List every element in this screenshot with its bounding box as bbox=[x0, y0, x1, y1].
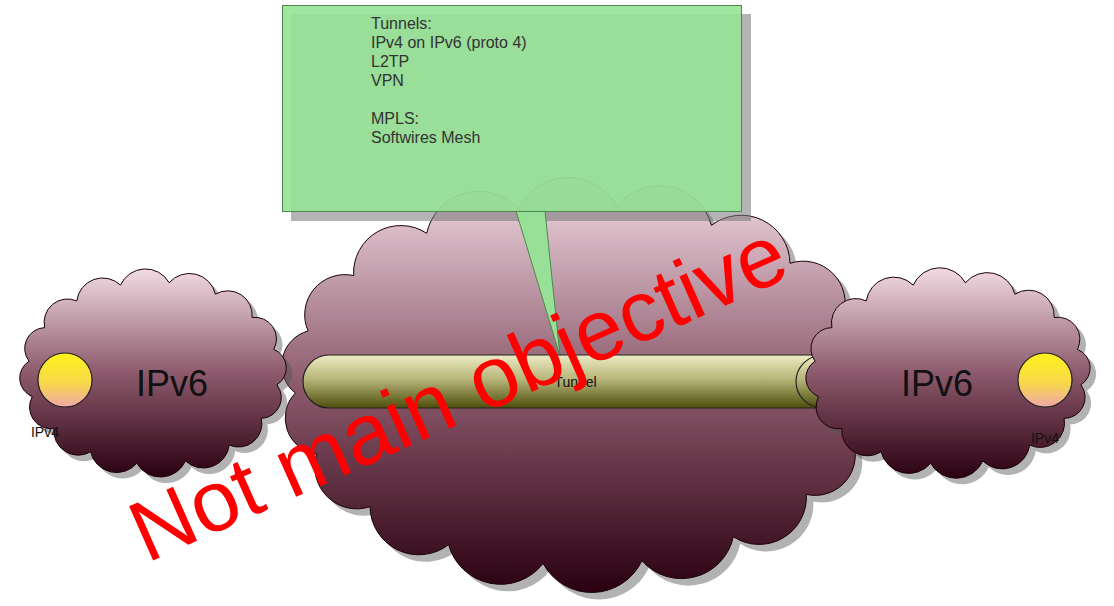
host-circle: IPv4 bbox=[30, 350, 100, 445]
callout-heading: MPLS: bbox=[371, 109, 721, 128]
callout-item: VPN bbox=[371, 71, 721, 90]
host-label: IPv4 bbox=[31, 424, 59, 440]
callout-box: Tunnels:IPv4 on IPv6 (proto 4)L2TPVPN MPL… bbox=[282, 5, 742, 212]
host-circle: IPv4 bbox=[1010, 350, 1080, 445]
callout-heading: Tunnels: bbox=[371, 14, 721, 33]
network-cloud: IPv6IPv4 bbox=[794, 262, 1102, 484]
callout-item: L2TP bbox=[371, 52, 721, 71]
network-label: IPv6 bbox=[136, 363, 208, 405]
callout-item: Softwires Mesh bbox=[371, 128, 721, 147]
callout-item: IPv4 on IPv6 (proto 4) bbox=[371, 33, 721, 52]
network-label: IPv6 bbox=[901, 363, 973, 405]
host-label: IPv4 bbox=[1031, 430, 1059, 446]
